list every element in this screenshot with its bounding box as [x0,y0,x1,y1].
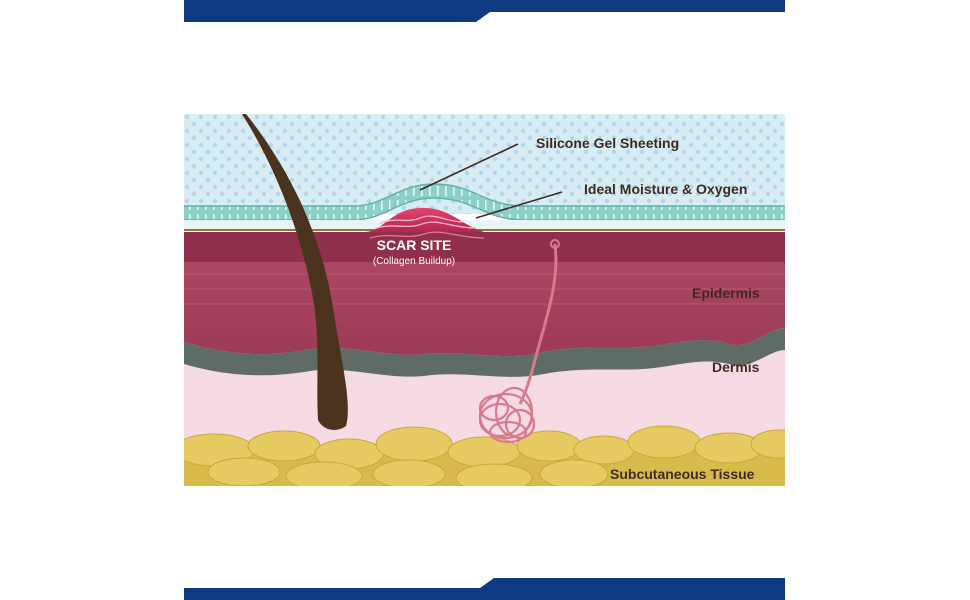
fat-cell [372,459,446,486]
coil-loop [478,394,510,422]
collagen-label: (Collagen Buildup) [373,256,455,267]
hair-follicle-icon [242,114,348,430]
sweat-gland-coil [478,386,536,444]
gel-sheeting-band [184,184,785,220]
epidermis-top-stratum [184,232,785,262]
top-brand-band [184,0,785,22]
fat-cell [539,459,609,486]
scar-wave-3 [369,231,485,239]
dermis-label: Dermis [712,359,760,375]
epidermis-label: Epidermis [692,285,760,301]
fat-cell [455,463,533,486]
subcutaneous-label: Subcutaneous Tissue [610,466,755,482]
fat-cell [627,425,701,459]
fat-cell [285,461,363,486]
fat-cell [247,430,321,462]
fat-cell [573,435,635,465]
silicone-gel-pointer [419,143,519,191]
scar-wave-2 [373,221,477,230]
fat-cell [750,429,785,459]
scar-wave-1 [379,215,465,225]
bottom-brand-band [184,578,785,600]
moisture-pointer [475,191,563,219]
bottom-band-shape [184,578,785,600]
scar-site-label: SCAR SITE [377,237,452,253]
fat-cells [184,425,785,486]
skin-cross-section-diagram: Silicone Gel Sheeting Ideal Moisture & O… [184,114,785,486]
moisture-gap [184,220,785,230]
sweat-pore [550,239,560,249]
coil-loop [488,420,528,444]
silicone-gel-label: Silicone Gel Sheeting [536,135,679,151]
fat-cell [375,426,453,462]
coil-loop [478,402,522,438]
gel-sheeting-edge-bottom [184,197,785,221]
top-band-shape [184,0,785,22]
fat-cell [207,457,281,486]
moisture-oxygen-label: Ideal Moisture & Oxygen [584,181,747,197]
coil-loop [504,408,536,440]
